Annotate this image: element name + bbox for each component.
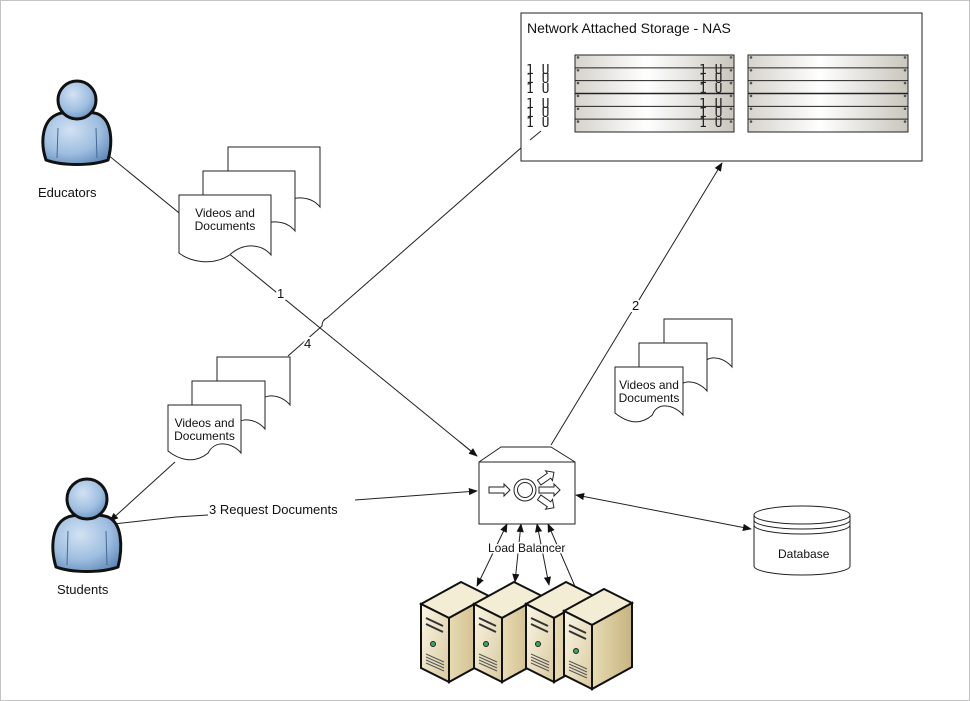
rack-unit-label: 1 U (526, 63, 549, 78)
nas-title: Network Attached Storage - NAS (527, 20, 731, 36)
document-label-line2: Documents (619, 391, 680, 405)
rack-unit-label: 1 U (526, 116, 549, 131)
document-page (178, 194, 272, 263)
document-label-line2: Documents (195, 219, 256, 233)
server-farm (418, 580, 635, 691)
document-page (167, 404, 242, 461)
edge-2-label: 2 (632, 298, 639, 313)
educators-actor[interactable]: Educators (38, 79, 113, 200)
load-balancer-label: Load Balancer (488, 541, 565, 555)
rack-unit-label: 1 U (699, 82, 722, 97)
load-balancer-icon (488, 470, 561, 510)
connectors: 1 2 3 Request Documents 4 (74, 127, 752, 599)
rack-unit-label: 1 U (699, 63, 722, 78)
edge-4-line (287, 139, 531, 357)
document-label-line2: Documents (174, 429, 235, 443)
rack-unit-label: 1 U (699, 116, 722, 131)
edge-1-line (74, 127, 478, 457)
edge-2-line (550, 162, 723, 446)
document-label-line1: Videos and (619, 378, 679, 392)
edge-server-1 (476, 523, 508, 587)
edge-3-line-b (354, 488, 478, 501)
edge-4-start (529, 130, 542, 141)
document-page (614, 366, 684, 423)
edge-1-arrowhead (459, 441, 478, 457)
document-label-line1: Videos and (195, 206, 255, 220)
edge-db-line (575, 493, 752, 531)
database-node[interactable]: Database (753, 505, 851, 576)
educators-label: Educators (38, 185, 97, 200)
database-cylinder (753, 515, 851, 576)
edge-4-to-students (109, 461, 176, 522)
edge-server-2 (512, 523, 524, 583)
database-label: Database (778, 547, 830, 561)
nas-rack-panel (747, 54, 909, 133)
rack-unit-label: 1 U (526, 82, 549, 97)
document-label-line1: Videos and (175, 416, 235, 430)
server-icon (561, 587, 635, 691)
rack-unit-label: 1 U (699, 72, 722, 87)
nas-rack-panel (574, 54, 735, 133)
person-icon (41, 79, 113, 166)
students-label: Students (57, 582, 109, 597)
edge-server-3 (535, 523, 551, 586)
edge-1-label: 1 (277, 286, 284, 301)
rack-unit-label: 1 U (699, 106, 722, 121)
rack-unit-label: 1 U (699, 97, 722, 112)
edge-4-label: 4 (304, 336, 311, 351)
rack-unit-label: 1 U (526, 97, 549, 112)
students-actor[interactable]: Students (51, 477, 123, 597)
load-balancer-box (478, 446, 576, 525)
edge-3-label: 3 Request Documents (209, 502, 338, 517)
rack-unit-label: 1 U (526, 72, 549, 87)
load-balancer-node[interactable]: Load Balancer (478, 446, 576, 557)
rack-unit-label: 1 U (526, 106, 549, 121)
person-icon (51, 477, 123, 573)
